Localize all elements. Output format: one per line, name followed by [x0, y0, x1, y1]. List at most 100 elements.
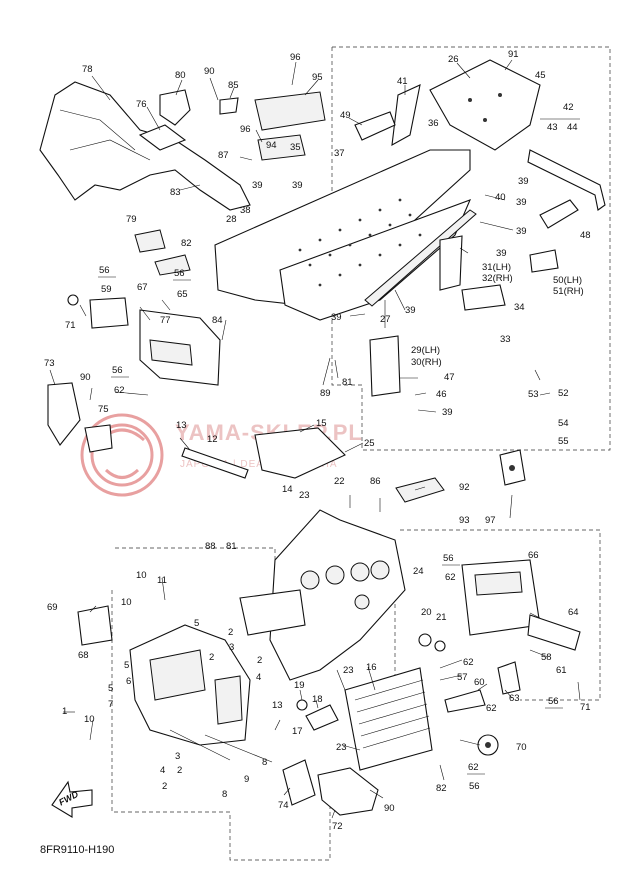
rear-cover-26	[429, 59, 541, 151]
callout-39: 39	[518, 176, 529, 187]
callout-39: 39	[496, 248, 507, 259]
box-66	[461, 559, 541, 636]
callout-39: 39	[252, 180, 263, 191]
mount-72	[317, 767, 379, 816]
callout-3: 3	[175, 751, 180, 762]
callout-75: 75	[98, 404, 109, 415]
forward-arrow-icon	[51, 780, 93, 818]
callout-1: 1	[62, 706, 67, 717]
callout-56: 56	[174, 268, 185, 279]
pad-79-part	[134, 229, 166, 253]
callout-92: 92	[459, 482, 470, 493]
callout-76: 76	[136, 99, 147, 110]
callout-91: 91	[508, 49, 519, 60]
callout-90: 90	[384, 803, 395, 814]
callout-87: 87	[218, 150, 229, 161]
group-brackets	[63, 118, 580, 775]
callout-86: 86	[370, 476, 381, 487]
front-bumper-part	[39, 81, 251, 211]
callout-78: 78	[82, 64, 93, 75]
callout-56: 56	[443, 553, 454, 564]
callout-62: 62	[468, 762, 479, 773]
callout-2: 2	[209, 652, 214, 663]
callout-46: 46	[436, 389, 447, 400]
leader-lines	[49, 59, 581, 819]
callout-88: 88	[205, 541, 216, 552]
callout-39: 39	[516, 197, 527, 208]
callout-36: 36	[428, 118, 439, 129]
callout-69: 69	[47, 602, 58, 613]
callout-81: 81	[226, 541, 237, 552]
bracket-80-part	[159, 89, 191, 126]
callout-4: 4	[256, 672, 261, 683]
callout-28: 28	[226, 214, 237, 225]
callout-18: 18	[312, 694, 323, 705]
callout-8: 8	[222, 789, 227, 800]
callout-10: 10	[84, 714, 95, 725]
callout-39: 39	[516, 226, 527, 237]
callout-31: 31(LH)	[482, 262, 511, 273]
callout-96: 96	[240, 124, 251, 135]
callout-39: 39	[442, 407, 453, 418]
footrest-plate-49	[354, 111, 396, 141]
callout-6: 6	[126, 676, 131, 687]
callout-39: 39	[405, 305, 416, 316]
callout-56: 56	[548, 696, 559, 707]
callout-89: 89	[320, 388, 331, 399]
callout-84: 84	[212, 315, 223, 326]
callout-10: 10	[121, 597, 132, 608]
callout-13: 13	[176, 420, 187, 431]
callout-42: 42	[563, 102, 574, 113]
callout-45: 45	[535, 70, 546, 81]
diagram-code: 8FR9110-H190	[40, 844, 114, 856]
callout-4: 4	[160, 765, 165, 776]
callout-15: 15	[316, 418, 327, 429]
callout-44: 44	[567, 122, 578, 133]
callout-38: 38	[240, 205, 251, 216]
callout-54: 54	[558, 418, 569, 429]
callout-90: 90	[204, 66, 215, 77]
callout-56: 56	[469, 781, 480, 792]
callout-94: 94	[266, 140, 277, 151]
step-pad-48	[539, 199, 579, 229]
callout-66: 66	[528, 550, 539, 561]
callout-5: 5	[108, 683, 113, 694]
callout-74: 74	[278, 800, 289, 811]
callout-32: 32(RH)	[482, 273, 513, 284]
callout-43: 43	[547, 122, 558, 133]
callout-8: 8	[262, 757, 267, 768]
callout-71: 71	[65, 320, 76, 331]
callout-12: 12	[207, 434, 218, 445]
callout-25: 25	[364, 438, 375, 449]
plate-15	[254, 427, 346, 479]
callout-10: 10	[136, 570, 147, 581]
callout-97: 97	[485, 515, 496, 526]
callout-72: 72	[332, 821, 343, 832]
callout-55: 55	[558, 436, 569, 447]
part-shapes	[39, 59, 606, 818]
callout-82: 82	[181, 238, 192, 249]
callout-64: 64	[568, 607, 579, 618]
callout-58: 58	[541, 652, 552, 663]
callout-51: 51(RH)	[553, 286, 584, 297]
callout-73: 73	[44, 358, 55, 369]
callout-21: 21	[436, 612, 447, 623]
callout-50: 50(LH)	[553, 275, 582, 286]
callout-62: 62	[445, 572, 456, 583]
callout-52: 52	[558, 388, 569, 399]
watermark-subtitle: JAPONIA | DEALER YAMAHA	[180, 459, 338, 470]
callout-26: 26	[448, 54, 459, 65]
callout-37: 37	[334, 148, 345, 159]
callout-62: 62	[463, 657, 474, 668]
callout-83: 83	[170, 187, 181, 198]
callout-2: 2	[162, 781, 167, 792]
callout-41: 41	[397, 76, 408, 87]
callout-5: 5	[124, 660, 129, 671]
plate-95-part	[254, 91, 326, 131]
callout-39: 39	[331, 312, 342, 323]
tunnel-side-panel	[279, 199, 472, 321]
callout-33: 33	[500, 334, 511, 345]
callout-27: 27	[380, 314, 391, 325]
bracket-73	[47, 382, 81, 446]
